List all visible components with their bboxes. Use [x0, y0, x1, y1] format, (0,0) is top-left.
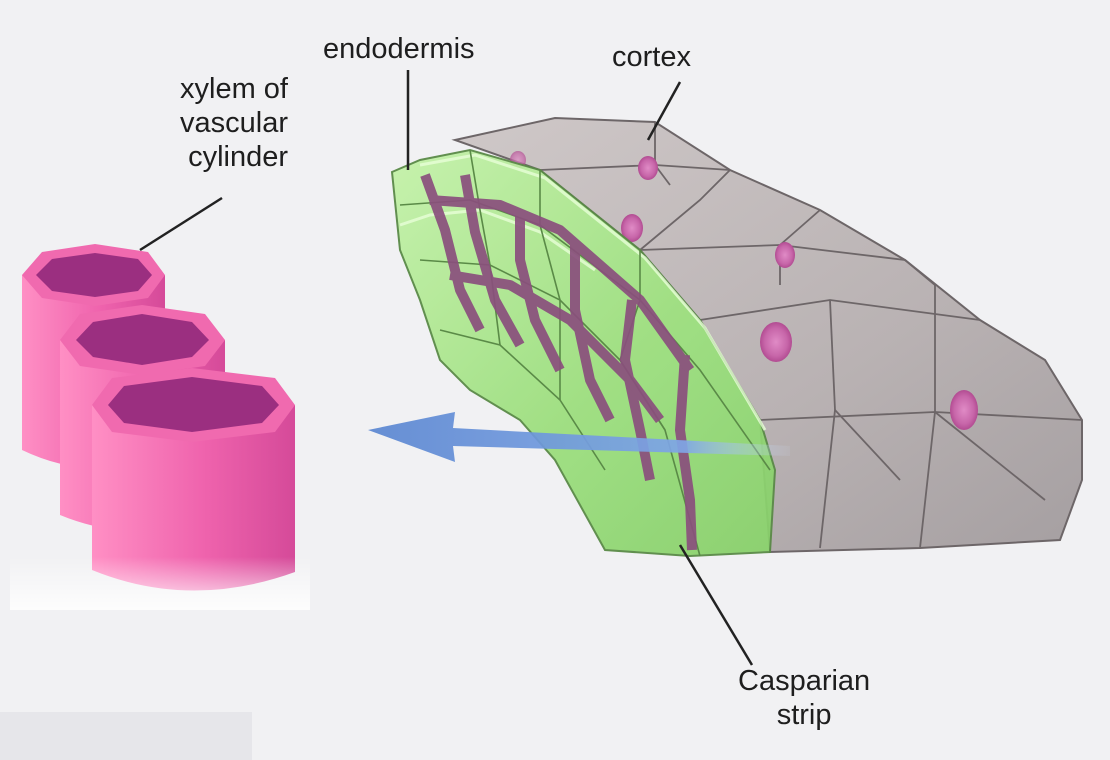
- casparian-strip-label: Casparian strip: [738, 664, 870, 732]
- casparian-label-line1: Casparian: [738, 664, 870, 698]
- endodermis-label: endodermis: [323, 32, 475, 66]
- xylem-label: xylem of vascular cylinder: [180, 72, 288, 174]
- background-patch: [0, 712, 252, 760]
- xylem-label-line2: vascular: [180, 106, 288, 140]
- cortex-label: cortex: [612, 40, 691, 74]
- xylem-label-line3: cylinder: [180, 140, 288, 174]
- xylem-label-line1: xylem of: [180, 72, 288, 106]
- casparian-label-line2: strip: [738, 698, 870, 732]
